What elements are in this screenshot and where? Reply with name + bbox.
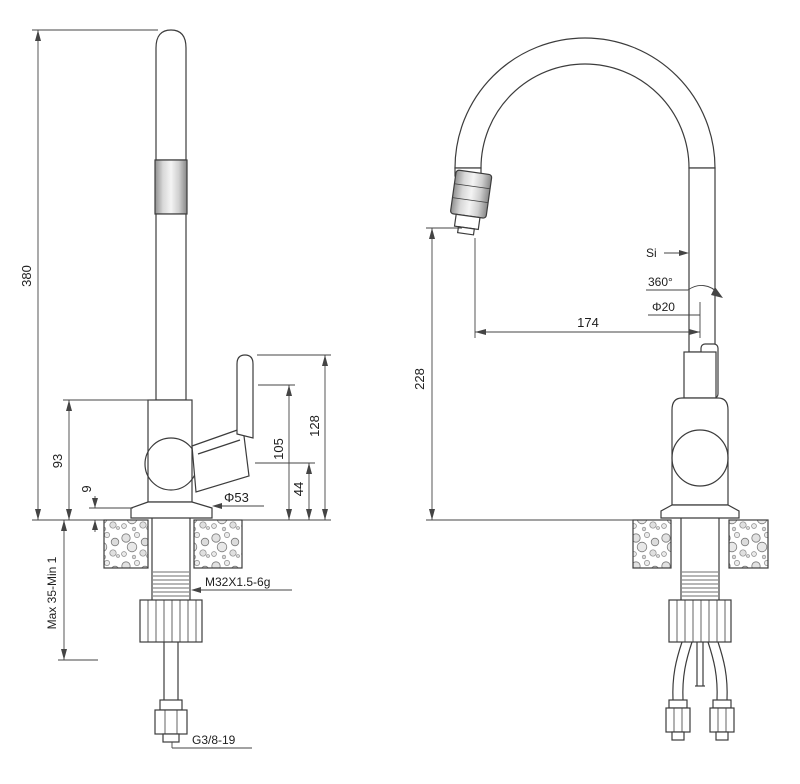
base-flange bbox=[130, 501, 213, 519]
dimension-labels: 380 93 9 Max 35-Min 1 105 44 128 Φ53 M32… bbox=[19, 246, 675, 747]
spray-head-band bbox=[154, 159, 188, 215]
hose-fitting-right bbox=[709, 699, 735, 741]
ball-joint-front bbox=[671, 429, 729, 487]
hose-thread-label: G3/8-19 bbox=[192, 733, 236, 747]
spout-upper-tube bbox=[155, 29, 187, 161]
handle-cone bbox=[191, 427, 250, 493]
hose-fitting-left bbox=[665, 699, 691, 741]
dim-380-label: 380 bbox=[19, 265, 34, 287]
dim-93-label: 93 bbox=[50, 454, 65, 468]
right-view-faucet bbox=[450, 37, 769, 741]
dim-44-label: 44 bbox=[291, 482, 306, 496]
nut-knurling bbox=[147, 600, 197, 642]
dimension-arrows bbox=[35, 30, 723, 660]
dim-d53-label: Φ53 bbox=[224, 490, 249, 505]
dim-d20-label: Φ20 bbox=[652, 300, 675, 314]
dim-228-label: 228 bbox=[412, 368, 427, 390]
countertop-left-slab-front bbox=[632, 519, 672, 569]
right-tube bbox=[688, 167, 716, 353]
dim-9-label: 9 bbox=[79, 485, 94, 492]
dim-128-label: 128 bbox=[307, 415, 322, 437]
mixer-body-front bbox=[671, 397, 729, 506]
handle-cone-line bbox=[197, 439, 241, 455]
supply-hose bbox=[163, 642, 179, 700]
mounting-shank-front bbox=[680, 518, 720, 600]
dim-174-label: 174 bbox=[577, 315, 599, 330]
countertop-left-slab bbox=[103, 519, 149, 569]
handle-lever bbox=[236, 354, 254, 439]
nut-knurling-front bbox=[676, 600, 726, 642]
mounting-nut-front bbox=[668, 599, 732, 643]
shank-thread-hatching bbox=[153, 571, 189, 597]
si-label: Si bbox=[646, 246, 657, 260]
shank-thread-hatching-front bbox=[682, 571, 718, 597]
pulldown-sprayer bbox=[450, 169, 493, 236]
supply-hoses-front bbox=[672, 641, 728, 701]
thread-spec-label: M32X1.5-6g bbox=[205, 575, 270, 589]
left-view-faucet bbox=[103, 29, 254, 743]
countertop-right-slab bbox=[193, 519, 243, 569]
hose-end-fitting bbox=[154, 699, 188, 743]
countertop-right-slab-front bbox=[728, 519, 769, 569]
base-flange-front bbox=[660, 504, 740, 519]
dim-mount-label: Max 35-Min 1 bbox=[45, 556, 59, 629]
dim-105-label: 105 bbox=[271, 438, 286, 460]
rotation-label: 360° bbox=[648, 275, 673, 289]
spout-lower-tube bbox=[155, 213, 187, 401]
mounting-shank bbox=[151, 518, 191, 600]
mounting-nut bbox=[139, 599, 203, 643]
neck-collar bbox=[683, 351, 717, 399]
mixer-body bbox=[147, 399, 193, 503]
